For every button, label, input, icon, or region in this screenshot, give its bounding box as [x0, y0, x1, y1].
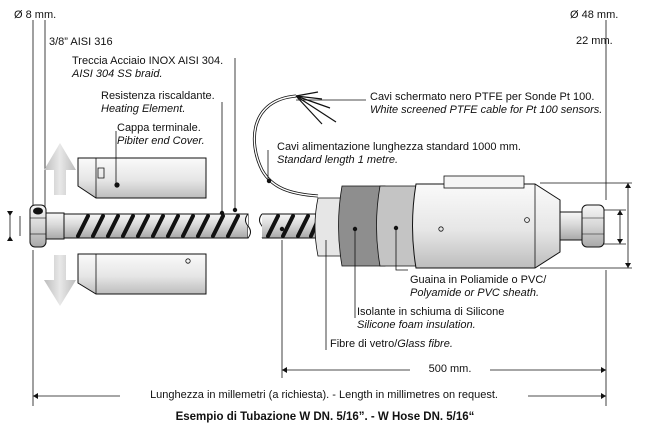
- glass-label-it: Fibre di vetro/: [330, 338, 398, 350]
- end-cover-bottom: [77, 253, 207, 295]
- glass-label: Fibre di vetro/Glass fibre.: [330, 338, 453, 351]
- supply-cable-label-it: Cavi alimentazione lunghezza standard 10…: [277, 141, 521, 153]
- dim-arrowheads: [7, 183, 631, 399]
- pipe-label: 3/8” AISI 316: [49, 36, 113, 48]
- break-gap: [245, 213, 322, 239]
- cover-label-en: Pibiter end Cover.: [117, 135, 205, 147]
- supply-cable-label-en: Standard length 1 metre.: [277, 154, 399, 166]
- screened-cable-label-it: Cavi schermato nero PTFE per Sonde Pt 10…: [370, 91, 595, 103]
- heating-label-en: Heating Element.: [101, 103, 186, 115]
- segment-length-label: 500 mm.: [410, 363, 490, 376]
- explode-arrow: [44, 143, 76, 306]
- braid-left: [63, 213, 249, 239]
- braid-label-en: AISI 304 SS braid.: [72, 68, 163, 80]
- figure-caption: Esempio di Tubazione W DN. 5/16”. - W Ho…: [175, 411, 475, 423]
- right-fitting: [559, 204, 605, 248]
- heating-label-it: Resistenza riscaldante.: [101, 90, 215, 102]
- foam-label-en: Silicone foam insulation.: [357, 319, 476, 331]
- braid-label-it: Treccia Acciaio INOX AISI 304.: [72, 55, 224, 67]
- end-body: [412, 175, 561, 269]
- leader-lines: [115, 58, 408, 350]
- end-cover-top: [77, 157, 207, 199]
- foam-label-it: Isolante in schiuma di Silicone: [357, 306, 505, 318]
- sheath-label-en: Polyamide or PVC sheath.: [410, 287, 540, 299]
- sheath-label-it: Guaina in Poliamide o PVC/: [410, 274, 547, 286]
- total-length-label: Lunghezza in millemetri (a richiesta). -…: [120, 389, 528, 402]
- left-fitting: [29, 204, 65, 248]
- glass-label-en: Glass fibre.: [397, 338, 453, 350]
- right-height-label: 22 mm.: [576, 35, 613, 47]
- right-diameter-label: Ø 48 mm.: [570, 9, 619, 21]
- left-diameter-label: Ø 8 mm.: [14, 9, 57, 21]
- cover-label-it: Cappa terminale.: [117, 122, 201, 134]
- leader-dots: [219, 178, 399, 232]
- screened-cable-label-en: White screened PTFE cable for Pt 100 sen…: [370, 104, 603, 116]
